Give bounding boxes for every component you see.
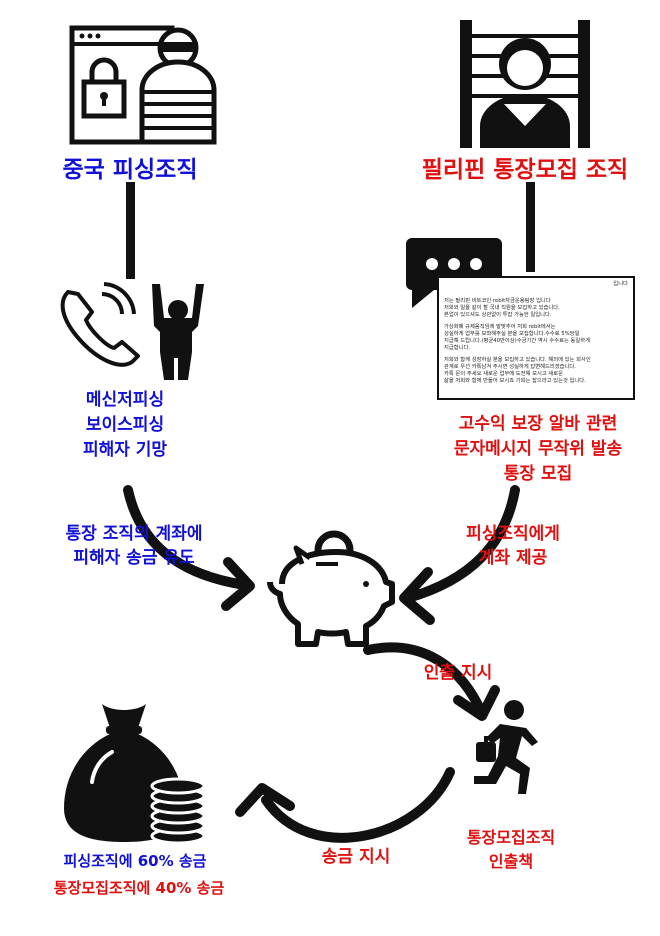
message-line: 가상화폐 규제움직임에 발맞추어 저희 rebit에서는 [444, 324, 556, 330]
phishing-line-2: 보이스피싱 [85, 415, 165, 435]
provide-account-label: 피싱조직에게 계좌 제공 [438, 522, 588, 570]
right-to-piggy-arrowhead [399, 567, 435, 625]
recruit-line-1: 고수익 보장 알바 관련 [458, 414, 618, 434]
piggy-bank-icon [267, 530, 395, 647]
runner-to-money-arrow [261, 767, 455, 843]
message-header: 입니다 [613, 281, 628, 287]
message-line: 관계로 우선 카톡남겨 주시면 성실하게 답변해드리겠습니다. [444, 364, 576, 370]
provide-line-2: 계좌 제공 [478, 548, 548, 568]
message-line: 본업이 있으셔도 상관없이 투잡 가능한 일입니다. [444, 312, 552, 318]
message-line: 저희와 일을 같이 할 국내 직원을 모집하고 있습니다. [444, 305, 560, 311]
hacker-at-locked-browser-icon [69, 25, 217, 145]
philippines-recruit-org-label: 필리핀 통장모집 조직 [421, 157, 629, 183]
withdrawer-line-2: 인출책 [488, 852, 534, 871]
phone-call-icon [60, 282, 140, 367]
phishing-line-3: 피해자 기망 [82, 440, 168, 460]
message-line: 삶을 저희와 함께 만들어 보시죠 기회는 잡으라고 있는것 입니다. [444, 378, 586, 384]
person-arms-raised-icon [152, 284, 204, 380]
induce-line-2: 피해자 송금 유도 [73, 548, 195, 568]
chat-bubble-icon [406, 238, 502, 308]
message-line: 지급해 드립니다.(평균40만이상)수금기간 역시 수수료는 동일하게 [444, 338, 590, 344]
runner-to-money-arrowhead [235, 783, 295, 817]
withdrawer-line-1: 통장모집조직 [466, 828, 556, 847]
message-line: 카톡 문의 주세요 새로운 업무에 도전해 보시고 새로운 [444, 371, 563, 377]
piggy-to-runner-arrowhead [453, 685, 500, 721]
phishing-line-1: 메신저피싱 [85, 390, 165, 410]
china-phishing-org-label: 중국 피싱조직 [62, 157, 198, 183]
running-thief-icon [474, 700, 538, 794]
recruit-line-3: 통장 모집 [503, 464, 573, 484]
message-line: 지급합니다. [444, 345, 471, 351]
recruit-method-label: 고수익 보장 알바 관련 문자메시지 무작위 발송 통장 모집 [418, 412, 658, 487]
induce-line-1: 통장 조직의 계좌에 [65, 524, 203, 544]
split-40-label: 통장모집조직에 40% 송금 [53, 879, 225, 897]
ph-connector-line [526, 182, 535, 272]
money-bag-coins-icon [64, 704, 206, 845]
left-to-piggy-arrow [123, 485, 250, 590]
message-line: 저희와 함께 성장하실 분을 모집하고 있습니다. 해외에 있는 회사인 [444, 357, 591, 363]
left-to-piggy-arrowhead [221, 557, 255, 611]
right-to-piggy-arrow [403, 485, 520, 603]
send-order-label: 송금 지시 [321, 847, 391, 867]
message-line: 성실하게 업무를 보좌해주실 분을 모집합니다.수수료 5%당일 [444, 331, 580, 337]
withdraw-order-label: 인출 지시 [423, 663, 493, 683]
withdrawer-label: 통장모집조직 인출책 [436, 826, 586, 874]
recruit-line-2: 문자메시지 무작위 발송 [453, 439, 623, 459]
phishing-method-label: 메신저피싱 보이스피싱 피해자 기망 [30, 388, 220, 463]
piggy-to-runner-arrow [363, 642, 483, 710]
china-connector-line [126, 182, 135, 279]
induce-transfer-label: 통장 조직의 계좌에 피해자 송금 유도 [14, 522, 254, 570]
provide-line-1: 피싱조직에게 [466, 524, 560, 544]
person-behind-bars-icon [460, 20, 590, 148]
message-line: 저는 필리핀 비트코인 rebit자금운용팀장 입니다 [444, 298, 551, 304]
split-60-label: 피싱조직에 60% 송금 [63, 852, 207, 870]
